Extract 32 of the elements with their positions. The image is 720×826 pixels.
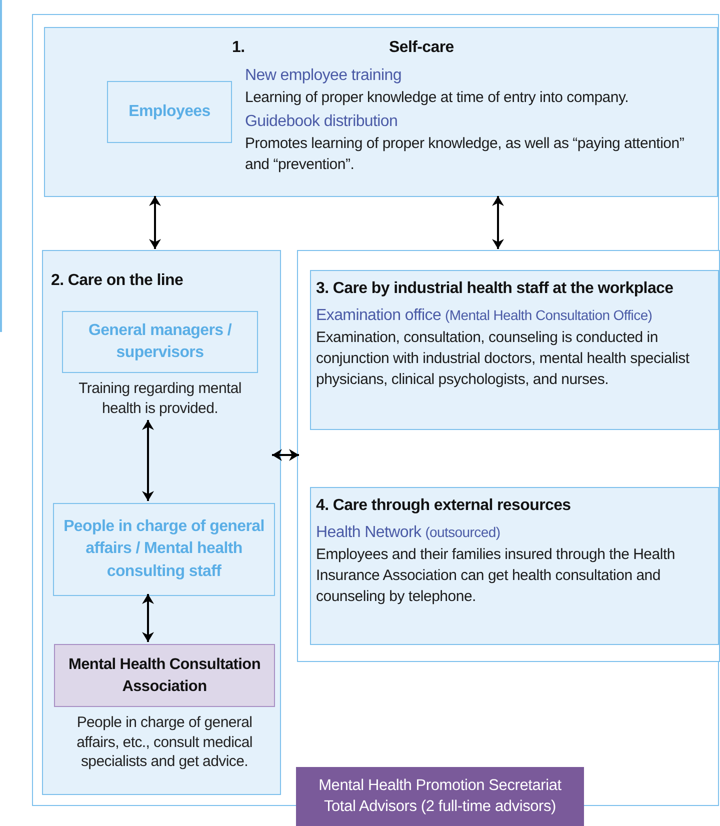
section-heading: Self-care	[389, 38, 454, 58]
role-box: People in charge of general affairs / Mental health consulting staff	[53, 503, 275, 596]
section-heading: 1.	[232, 38, 245, 58]
description-text: Employees and their families insured through the Health Insurance Association can get health consultation and counseling by telephone.	[316, 544, 676, 608]
secretariat-label: Mental Health Promotion Secretariat Total Advisors (2 full-time advisors)	[296, 767, 584, 826]
association-box: Mental Health Consultation Association	[54, 644, 275, 707]
subheading: Health Network	[316, 524, 422, 541]
section-heading: 3. Care by industrial health staff at the workplace	[316, 279, 674, 299]
double-arrow	[142, 594, 154, 642]
note-text: People in charge of general affairs, etc., consult medical specialists and get advice.	[76, 713, 254, 772]
subheading: New employee training	[245, 67, 402, 84]
note-text: Training regarding mental health is provided.	[78, 379, 242, 418]
role-box: General managers / supervisors	[62, 311, 258, 373]
section-panel	[310, 270, 719, 430]
description-text: Promotes learning of proper knowledge, as well as “paying attention” and “prevention”.	[245, 134, 686, 176]
section-panel	[42, 250, 281, 795]
subheading-note: (Mental Health Consultation Office)	[445, 306, 652, 323]
self-care-panel	[44, 27, 718, 197]
subheading-note: (outsourced)	[425, 524, 500, 540]
group-frame	[297, 250, 720, 662]
description-text: Learning of proper knowledge at time of entry into company.	[245, 88, 630, 108]
section-panel	[310, 487, 719, 645]
double-arrow	[492, 196, 504, 249]
description-text: Examination, consultation, counseling is conducted in conjunction with industrial doctors, mental health specialist physicians, clinical psychologists, and nurses.	[316, 328, 690, 390]
role-box: Employees	[107, 81, 232, 143]
subheading: Examination office	[316, 306, 442, 324]
double-arrow	[272, 449, 299, 461]
double-arrow	[149, 196, 161, 249]
double-arrow	[142, 420, 154, 501]
subheading: Guidebook distribution	[245, 113, 398, 130]
section-heading: 2. Care on the line	[51, 271, 184, 291]
section-heading: 4. Care through external resources	[316, 496, 572, 516]
